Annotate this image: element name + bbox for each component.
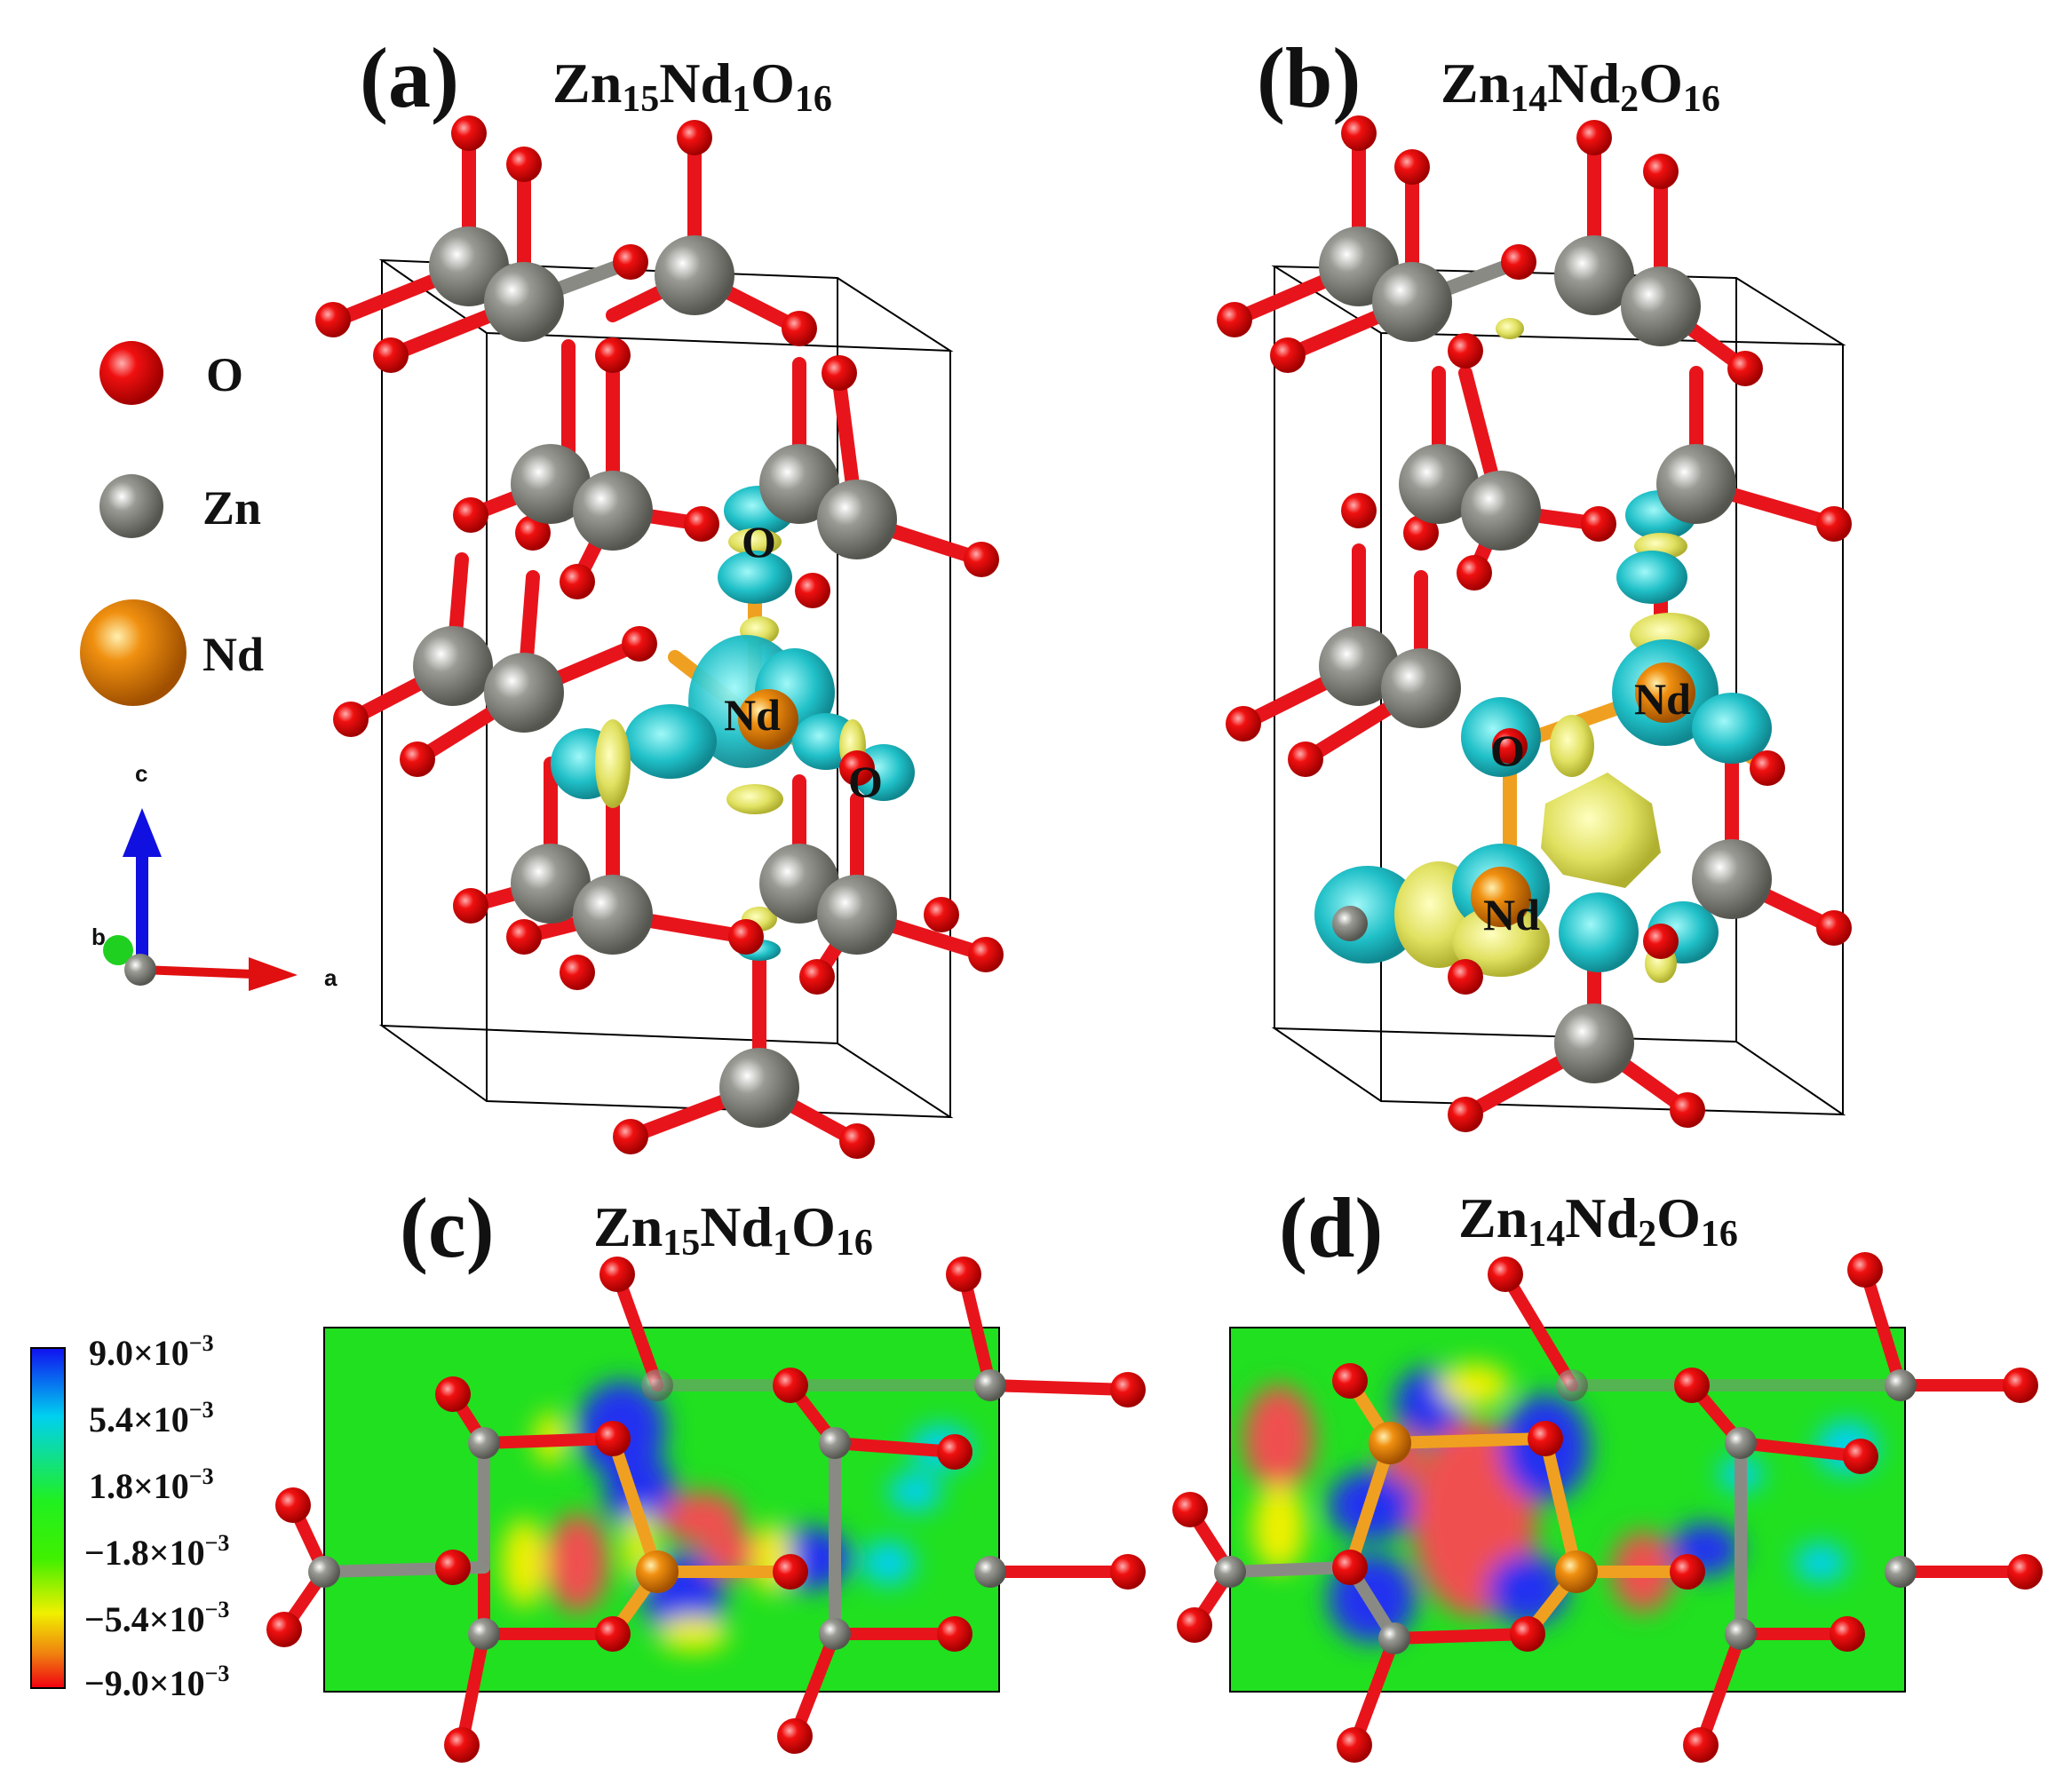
panel-a-structure [315,115,1004,1159]
atom-label-nd-b-top: Nd [1634,674,1691,724]
atoms [315,115,1004,1159]
panel-b-label: (b) [1257,30,1361,125]
colorbar-gradient [30,1347,66,1689]
axis-triad [103,808,298,991]
atom-label-nd-a: Nd [724,690,781,740]
axis-label-a: a [324,964,337,991]
b-axis-dot [103,935,133,965]
panel-d-charge-map [1172,1252,2043,1763]
atoms [1217,115,1852,1132]
panel-c-charge-map [266,1257,1146,1763]
c-axis-arrow [123,808,162,857]
axis-label-c: c [135,760,148,787]
colorbar-tick-6: −9.0×10−3 [84,1661,230,1703]
legend-zn-label: Zn [202,481,262,535]
atom-label-nd-b-bottom: Nd [1483,890,1540,940]
atom-label-o-a-top: O [742,517,776,567]
atom-legend-spheres [80,341,187,706]
colorbar-tick-1: 9.0×10−3 [89,1330,214,1373]
legend-nd-label: Nd [202,628,265,681]
legend-zn-sphere [99,474,163,538]
panel-d-formula: Zn14Nd2O16 [1458,1186,1738,1255]
colorbar-tick-2: 5.4×10−3 [89,1397,214,1439]
charge-isosurfaces [1314,318,1772,983]
panel-a-label: (a) [360,30,459,125]
colorbar-tick-5: −5.4×10−3 [84,1597,230,1639]
panel-c-label: (c) [400,1180,495,1275]
panel-d-label: (d) [1279,1180,1384,1275]
legend-o-sphere [99,341,163,405]
legend-o-label: O [206,348,244,401]
legend-nd-sphere [80,599,187,706]
panel-b-structure [1217,115,1852,1132]
panel-b-formula: Zn14Nd2O16 [1441,52,1720,120]
atom-label-o-b: O [1490,726,1525,775]
a-axis-arrow [249,957,298,991]
axis-label-b: b [91,924,106,950]
atom-label-o-a-right: O [848,757,883,806]
panel-c-formula: Zn15Nd1O16 [593,1195,873,1264]
panel-a-formula: Zn15Nd1O16 [552,52,832,120]
colorbar-tick-3: 1.8×10−3 [89,1463,214,1506]
colorbar-tick-4: −1.8×10−3 [84,1530,230,1573]
